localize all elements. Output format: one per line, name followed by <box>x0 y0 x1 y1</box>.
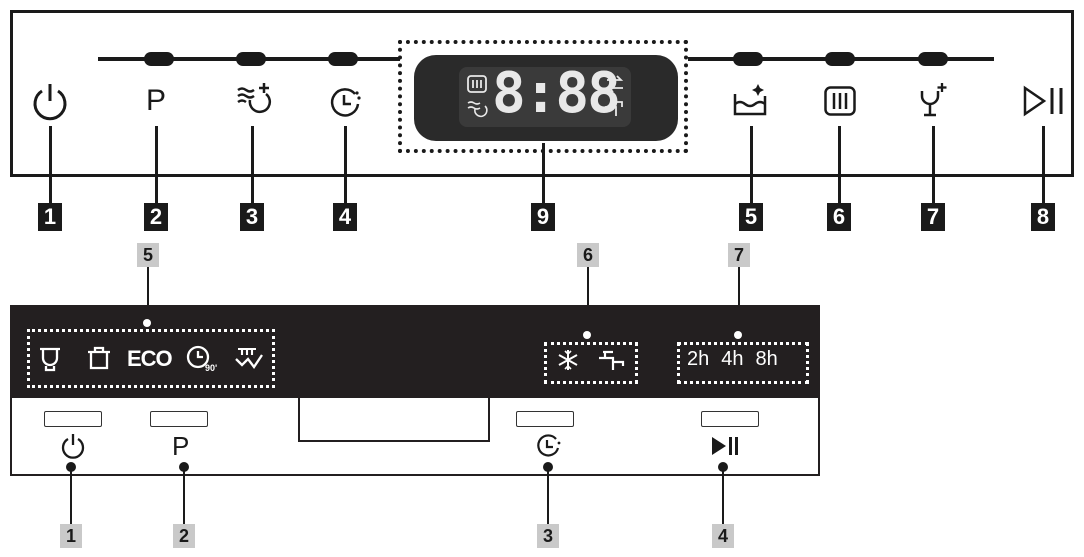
leader-dot <box>66 462 76 472</box>
leader-dot <box>734 331 742 339</box>
rail-knob <box>328 52 358 66</box>
handle-recess <box>298 398 490 442</box>
rinse-aid-icon[interactable] <box>920 82 948 118</box>
callout-badge: 7 <box>728 243 750 267</box>
leader-line <box>155 126 158 204</box>
hour-4h: 4h <box>721 348 744 370</box>
callout-badge: 3 <box>240 203 264 231</box>
rinse-aid-small-icon <box>606 75 624 93</box>
callout-badge: 4 <box>712 524 734 548</box>
rinse-aid-indicator-icon <box>558 350 578 370</box>
leader-line <box>542 143 545 204</box>
rail-knob <box>144 52 174 66</box>
leader-line <box>147 267 149 323</box>
leader-line <box>183 470 185 526</box>
program-icon[interactable]: P <box>172 431 190 461</box>
leader-line <box>70 470 72 526</box>
delay-timer-icon[interactable] <box>328 86 362 120</box>
90-minute-icon: 90' <box>186 345 217 373</box>
program-icon[interactable]: P <box>146 84 167 117</box>
leader-dot <box>179 462 189 472</box>
salt-indicator-icon <box>599 350 625 370</box>
delay-hours: 2h 4h 8h <box>687 348 790 371</box>
callout-badge: 1 <box>60 524 82 548</box>
hour-2h: 2h <box>687 348 710 370</box>
start-pause-button-slot[interactable] <box>701 411 759 427</box>
callout-badge: 5 <box>137 243 159 267</box>
program-indicator-frame <box>27 329 275 388</box>
leader-dot <box>583 331 591 339</box>
salt-small-icon <box>605 101 623 116</box>
leader-line <box>738 267 740 332</box>
callout-badge: 3 <box>537 524 559 548</box>
leader-dot <box>543 462 553 472</box>
normal-icon <box>88 346 110 370</box>
extra-dry-small-icon <box>467 101 488 118</box>
leader-line <box>49 126 52 204</box>
leader-line <box>1042 126 1045 204</box>
rail-knob <box>733 52 763 66</box>
start-pause-icon[interactable] <box>710 436 740 456</box>
rail-knob <box>236 52 266 66</box>
leader-line <box>547 470 549 526</box>
salt-refill-icon[interactable] <box>732 82 768 118</box>
start-pause-icon[interactable] <box>1022 85 1066 117</box>
callout-badge: 7 <box>921 203 945 231</box>
power-icon[interactable] <box>30 82 70 122</box>
warning-indicator-frame <box>544 342 638 384</box>
rail-knob <box>918 52 948 66</box>
half-load-icon[interactable] <box>824 86 856 116</box>
callout-badge: 2 <box>173 524 195 548</box>
callout-badge: 6 <box>827 203 851 231</box>
callout-badge: 8 <box>1031 203 1055 231</box>
hour-8h: 8h <box>755 348 778 370</box>
callout-badge: 9 <box>531 203 555 231</box>
bottom-control-panel <box>10 398 820 476</box>
leader-line <box>587 267 589 332</box>
leader-line <box>750 126 753 204</box>
leader-dot <box>143 319 151 327</box>
leader-dot <box>718 462 728 472</box>
delay-timer-icon[interactable] <box>535 433 563 459</box>
leader-line <box>722 470 724 526</box>
leader-line <box>838 126 841 204</box>
callout-badge: 5 <box>739 203 763 231</box>
eco-label: ECO <box>127 346 173 371</box>
rail-knob <box>825 52 855 66</box>
extra-dry-icon[interactable] <box>236 82 272 118</box>
half-load-small-icon <box>467 75 487 93</box>
svg-text:90': 90' <box>205 363 217 373</box>
leader-line <box>932 126 935 204</box>
callout-badge: 4 <box>333 203 357 231</box>
power-button-slot[interactable] <box>44 411 102 427</box>
delay-button-slot[interactable] <box>516 411 574 427</box>
program-button-slot[interactable] <box>150 411 208 427</box>
display-digits: 8:88 <box>492 61 621 126</box>
callout-badge: 2 <box>144 203 168 231</box>
callout-badge: 1 <box>38 203 62 231</box>
delay-hours-frame <box>677 342 809 384</box>
power-icon[interactable] <box>60 433 86 459</box>
leader-line <box>344 126 347 204</box>
intensive-icon <box>40 347 60 372</box>
display-inner <box>459 67 631 127</box>
rapid-icon <box>235 347 263 369</box>
callout-badge: 6 <box>577 243 599 267</box>
leader-line <box>251 126 254 204</box>
